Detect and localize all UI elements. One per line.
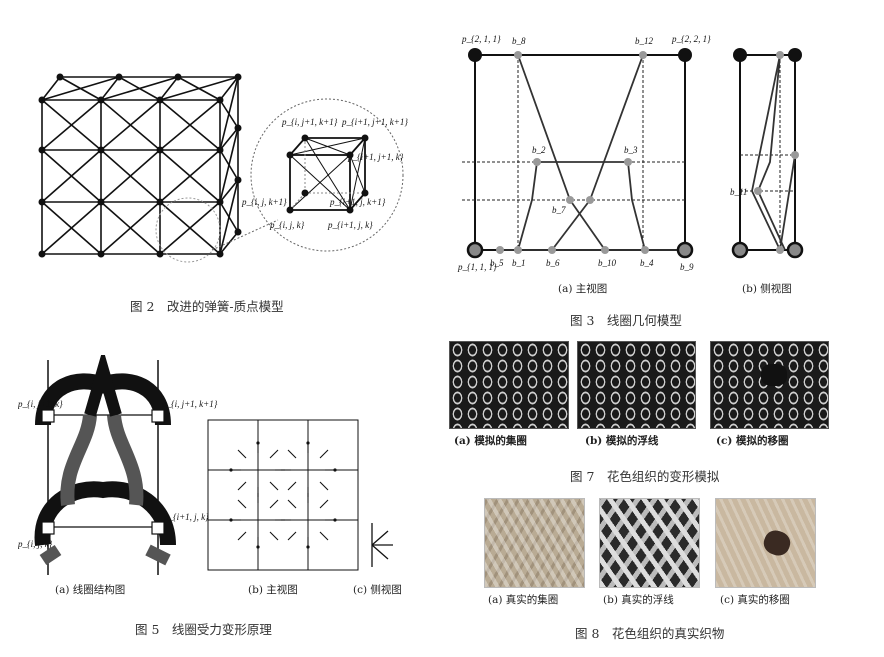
fig2-right-face	[219, 76, 239, 255]
fig2-label-6: p_{i+1, j, k+1}	[329, 197, 386, 207]
fig3-caption: 图 3 线圈几何模型	[570, 313, 682, 328]
fig7-sub-b: (b) 模拟的浮线	[585, 435, 659, 447]
fig5b-force-arrows	[231, 443, 335, 547]
fig3-b-label-10: b_9	[680, 262, 694, 272]
fig5-sub-a: (a) 线圈结构图	[55, 584, 126, 596]
fig5-label-1: p_{i, j+1, k+1}	[161, 399, 218, 409]
fig3-b-label-0: b_8	[512, 36, 526, 46]
fig3-b-label-1: b_12	[635, 36, 654, 46]
fig2-label-2: p_{i+1, j+1, k}	[347, 152, 404, 162]
fig3-b-label-11: b_11	[730, 187, 747, 197]
fig3-b-label-8: b_10	[598, 258, 617, 268]
fig5c-side-view	[371, 523, 393, 567]
fig3-loop-geometry: p_{2, 1, 1} p_{2, 2, 1} p_{1, 1, 1} b_8 …	[457, 34, 804, 272]
fig3-corner-label-0: p_{2, 1, 1}	[461, 34, 501, 44]
fig2-highlight-small	[155, 197, 221, 263]
fig8-caption: 图 8 花色组织的真实织物	[575, 626, 725, 641]
fig7c-simulated-transfer-image	[710, 341, 829, 429]
fig3-b-label-2: b_2	[532, 145, 546, 155]
fig8-sub-b: (b) 真实的浮线	[603, 594, 674, 606]
fig2-highlight-large	[250, 98, 404, 252]
fig7-caption: 图 7 花色组织的变形模拟	[570, 469, 720, 484]
fig2-label-3: p_{i, j, k+1}	[241, 197, 287, 207]
fig8c-real-transfer-image	[715, 498, 816, 588]
fig3-b-label-3: b_3	[624, 145, 638, 155]
fig3-control-points	[496, 51, 799, 254]
fig8-sub-a: (a) 真实的集圈	[488, 594, 559, 606]
fig3-b-label-6: b_1	[512, 258, 526, 268]
fig3-corner-label-2: p_{1, 1, 1}	[457, 262, 497, 272]
fig3-b-label-7: b_6	[546, 258, 560, 268]
fig2-spring-mass-model: p_{i, j+1, k+1} p_{i+1, j+1, k+1} p_{i+1…	[38, 73, 408, 263]
fig2-label-1: p_{i+1, j+1, k+1}	[341, 117, 408, 127]
fig2-front-grid	[41, 99, 221, 255]
fig5-sub-c: (c) 侧视图	[353, 584, 402, 596]
fig3-sub-a: (a) 主视图	[558, 283, 608, 295]
fig3-sub-b: (b) 侧视图	[742, 283, 792, 295]
fig2-top-face	[41, 76, 239, 101]
fig5-force-principle: p_{i, j+1, k} p_{i, j+1, k+1} p_{i+1, j,…	[18, 355, 393, 575]
fig8c-transfer-hole	[760, 527, 794, 559]
fig2-caption: 图 2 改进的弹簧-质点模型	[130, 299, 284, 314]
fig5-caption: 图 5 线圈受力变形原理	[135, 622, 272, 637]
fig3-b-label-9: b_4	[640, 258, 654, 268]
fig5a-loop-structure	[34, 355, 176, 575]
fig7a-simulated-tuck-image	[449, 341, 569, 429]
fig7b-simulated-float-image	[577, 341, 696, 429]
fig2-label-5: p_{i+1, j, k}	[327, 220, 373, 230]
fig3-b-label-5: b_5	[490, 258, 504, 268]
fig5-label-2: p_{i+1, j, k}	[163, 512, 209, 522]
fig3-corner-nodes	[466, 48, 804, 259]
fig2-zoomed-cube	[289, 137, 366, 211]
fig8b-real-float-image	[599, 498, 700, 588]
fig5-label-0: p_{i, j+1, k}	[18, 399, 63, 409]
fig2-label-4: p_{i, j, k}	[269, 220, 305, 230]
fig7-sub-a: (a) 模拟的集圈	[454, 435, 527, 447]
fig2-mass-nodes	[38, 73, 242, 258]
fig3-corner-label-1: p_{2, 2, 1}	[671, 34, 711, 44]
fig8a-real-tuck-image	[484, 498, 585, 588]
fig7-sub-c: (c) 模拟的移圈	[716, 435, 789, 447]
fig5-sub-b: (b) 主视图	[248, 584, 298, 596]
fig5b-main-view	[207, 419, 359, 571]
fig5-label-3: p_{i, j, k}	[18, 539, 53, 549]
fig7c-transfer-hole	[761, 364, 787, 386]
fig2-label-0: p_{i, j+1, k+1}	[281, 117, 338, 127]
fig8-sub-c: (c) 真实的移圈	[720, 594, 790, 606]
fig3-b-label-4: b_7	[552, 205, 566, 215]
